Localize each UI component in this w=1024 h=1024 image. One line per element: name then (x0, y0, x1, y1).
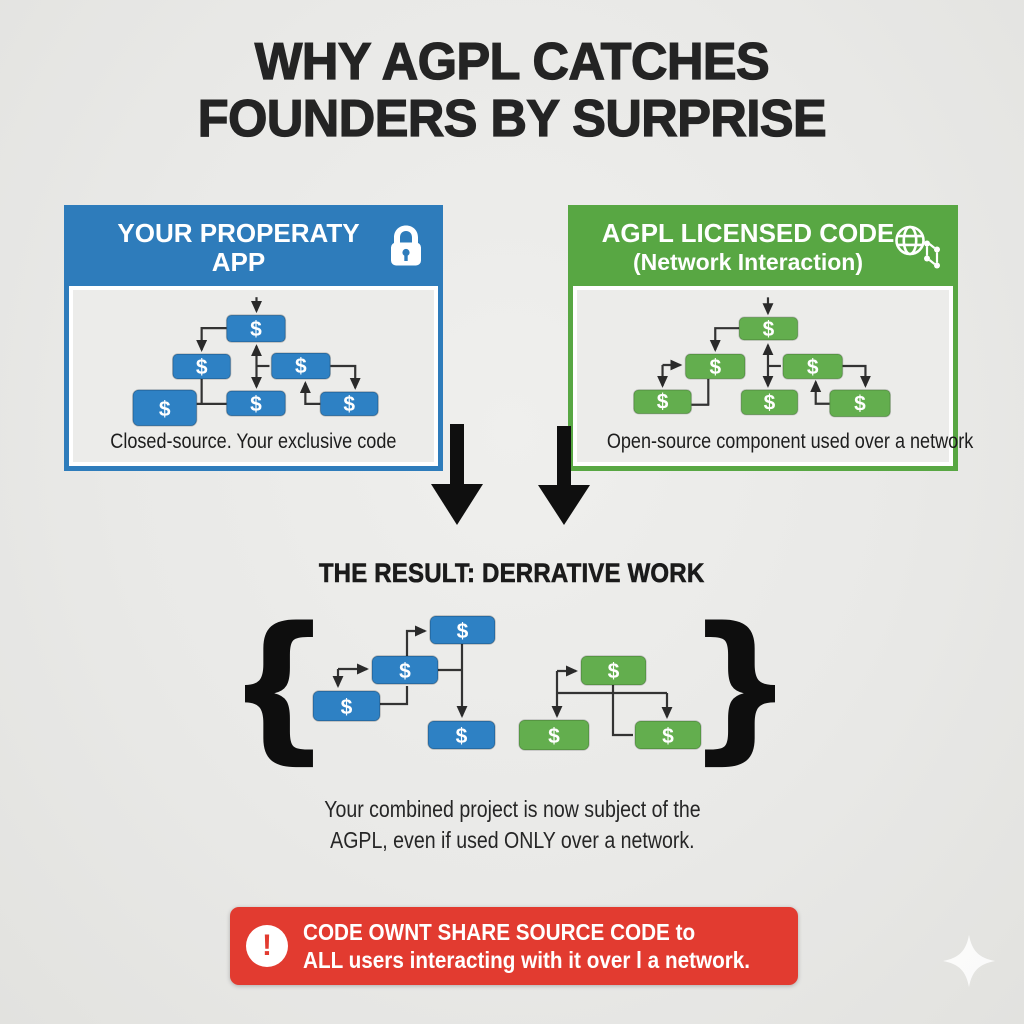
svg-text:$: $ (763, 318, 775, 341)
proprietary-app-panel: YOUR PROPERATY APP (64, 205, 443, 471)
svg-text:$: $ (608, 660, 620, 683)
agpl-code-diagram: $ $ $ $ $ $ (632, 297, 892, 418)
svg-text:$: $ (341, 696, 353, 719)
dollar-node: $ (740, 389, 799, 416)
warning-exclamation: ! (262, 929, 272, 962)
svg-text:$: $ (807, 356, 819, 379)
lock-icon (386, 224, 426, 273)
dollar-node: $ (634, 720, 702, 750)
svg-text:$: $ (548, 725, 560, 748)
dollar-node: $ (270, 352, 331, 380)
dollar-node: $ (427, 720, 496, 750)
agpl-panel-title: AGPL LICENSED CODE (Network Interaction) (602, 219, 925, 277)
warning-banner: ! CODE OWNT SHARE SOURCE CODE to ALL use… (230, 907, 798, 985)
merge-arrow-right-icon (538, 426, 590, 531)
dollar-node: $ (312, 690, 381, 722)
svg-text:$: $ (709, 356, 721, 379)
svg-text:$: $ (854, 393, 866, 416)
title-line-2: FOUNDERS BY SURPRISE (197, 90, 827, 148)
dollar-node: $ (684, 353, 746, 380)
right-brace: } (685, 608, 775, 779)
svg-text:$: $ (250, 393, 262, 416)
warning-line-2: ALL users interacting with it over l a n… (303, 947, 751, 973)
proprietary-panel-title: YOUR PROPERATY APP (117, 219, 389, 277)
description-line-1: Your combined project is now subject of … (323, 796, 701, 822)
dollar-node: $ (132, 389, 198, 427)
dollar-node: $ (738, 316, 799, 341)
warning-icon: ! (246, 925, 288, 967)
dollar-node: $ (828, 389, 892, 418)
svg-text:$: $ (457, 620, 469, 643)
svg-text:$: $ (159, 398, 171, 421)
svg-text:$: $ (250, 318, 262, 341)
derivative-work-diagram: { } $ $ $ $ $ $ $ (245, 608, 775, 779)
svg-text:$: $ (764, 392, 776, 415)
dollar-node: $ (172, 353, 232, 380)
agpl-code-panel: AGPL LICENSED CODE (Network Interaction) (568, 205, 974, 471)
proprietary-caption: Closed-source. Your exclusive code (110, 430, 397, 453)
svg-text:$: $ (295, 355, 307, 378)
dollar-node: $ (225, 390, 287, 417)
page-title: WHY AGPL CATCHES FOUNDERS BY SURPRISE (15, 33, 1008, 148)
dollar-node: $ (782, 353, 844, 380)
dollar-node: $ (225, 314, 287, 343)
result-description: Your combined project is now subject of … (0, 794, 1024, 856)
proprietary-panel-header: YOUR PROPERATY APP (69, 210, 438, 286)
dollar-node: $ (371, 655, 439, 685)
svg-text:$: $ (196, 356, 208, 379)
warning-text: CODE OWNT SHARE SOURCE CODE to ALL users… (303, 918, 750, 975)
dollar-node: $ (580, 655, 647, 686)
dollar-node: $ (319, 391, 379, 417)
title-line-1: WHY AGPL CATCHES (254, 33, 770, 91)
dollar-node: $ (632, 389, 693, 415)
agpl-title-line-2: (Network Interaction) (632, 249, 864, 275)
agpl-panel-body: $ $ $ $ $ $ Open-source component used o… (573, 286, 974, 466)
dollar-node: $ (429, 615, 496, 645)
proprietary-code-diagram: $ $ $ $ $ $ (132, 297, 379, 427)
proprietary-panel-body: $ $ $ $ $ $ Closed-source. Your exclusiv… (69, 286, 438, 466)
proprietary-title-line-2: APP (211, 247, 266, 277)
dollar-node: $ (518, 719, 590, 751)
svg-text:$: $ (662, 725, 674, 748)
agpl-caption: Open-source component used over a networ… (606, 430, 974, 453)
merge-arrow-left-icon (431, 424, 483, 531)
svg-text:$: $ (343, 393, 355, 416)
agpl-title-line-1: AGPL LICENSED CODE (601, 218, 895, 248)
proprietary-title-line-1: YOUR PROPERATY (117, 218, 360, 248)
svg-text:$: $ (399, 660, 411, 683)
svg-text:$: $ (657, 391, 669, 414)
globe-network-icon (889, 221, 941, 276)
svg-text:$: $ (456, 725, 468, 748)
sparkle-icon (942, 934, 996, 993)
agpl-panel-header: AGPL LICENSED CODE (Network Interaction) (573, 210, 953, 286)
description-line-2: AGPL, even if used ONLY over a network. (329, 827, 695, 853)
result-heading: THE RESULT: DERRATIVE WORK (319, 558, 705, 589)
warning-line-1: CODE OWNT SHARE SOURCE CODE to (303, 918, 696, 945)
